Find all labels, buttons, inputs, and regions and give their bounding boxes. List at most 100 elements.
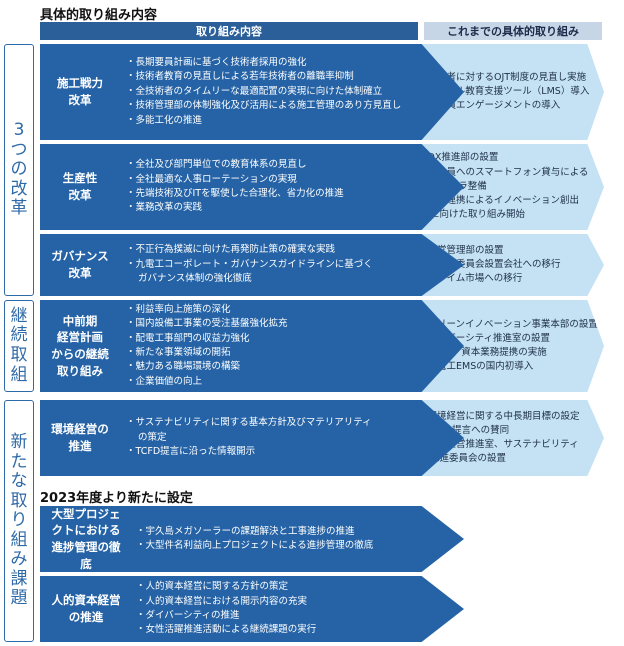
side-char: 継 — [10, 305, 28, 326]
row-label: 生産性改革 — [40, 144, 120, 230]
past-item: ・ダイバーシティ推進室の設置 — [418, 332, 551, 344]
initiative-row-environment: 環境経営の推進 ・サステナビリティに関する基本方針及びマテリアリティ の策定 ・… — [40, 400, 464, 476]
side-char: 3 — [13, 120, 25, 141]
row-label-line: からの継続 — [51, 347, 109, 361]
initiative-item: の策定 — [138, 431, 167, 443]
initiative-row-human-capital: 人的資本経営 の推進 ・人的資本経営に関する方針の策定 ・人的資本経営における開… — [40, 576, 464, 642]
row-label-line: クトにおける — [51, 523, 121, 538]
row-label-line: 底 — [80, 556, 92, 571]
initiative-item: ・魅力ある職場環境の構築 — [126, 361, 241, 373]
initiative-item: ・女性活躍推進活動による継続課題の実行 — [136, 624, 317, 636]
row-label-line: 経営計画 — [57, 330, 103, 345]
initiative-item: ・宇久島メガソーラーの課題解決と工事進捗の推進 — [136, 525, 355, 537]
past-item: ・環境経営推進室、サステナビリティ — [418, 439, 579, 450]
initiative-row-governance: ガバナンス改革 ・不正行為撲滅に向けた再発防止策の確実な実践 ・九電工コーポレー… — [40, 234, 464, 296]
initiative-item: ・先端技術及びITを駆使した合理化、省力化の推進 — [126, 188, 344, 199]
side-char: 組 — [10, 364, 28, 385]
initiative-row-large-projects: 大型プロジェ クトにおける 進捗管理の徹 底 ・宇久島メガソーラーの課題解決と工… — [40, 506, 464, 572]
row-label: 大型プロジェ クトにおける 進捗管理の徹 底 — [40, 506, 132, 572]
side-char: 革 — [10, 198, 28, 219]
side-char: 題 — [10, 588, 28, 609]
past-item: ・デジタル教育支援ツール（LMS）導入 — [418, 85, 590, 97]
row-label-line: 改革 — [68, 188, 92, 202]
initiative-item: ・国内設備工事業の受注基盤強化拡充 — [126, 318, 288, 330]
side-char: り — [10, 510, 28, 531]
row-label-line: 改革 — [68, 266, 92, 280]
row-label-line: ガバナンス — [51, 249, 109, 264]
initiative-item: ・大型件名利益向上プロジェクトによる進捗管理の徹底 — [136, 540, 374, 551]
header-past-initiatives: これまでの具体的取り組み — [424, 22, 602, 40]
initiative-item: ・企業価値の向上 — [126, 375, 203, 387]
side-label-new-initiatives: 新 た な 取 り 組 み 課 題 — [4, 400, 34, 642]
initiative-item: ・九電工コーポレート・ガバナンスガイドラインに基づく — [126, 258, 373, 270]
past-item: ・産学連携によるイノベーション創出 — [418, 195, 580, 207]
past-item: 推進委員会の設置 — [430, 453, 507, 465]
past-item: に向けた取り組み開始 — [430, 209, 526, 221]
initiative-item: ・全社最適な人事ローテーションの実現 — [126, 173, 297, 185]
initiative-item: ・TCFD提言に沿った情報開示 — [126, 446, 256, 458]
side-char: 取 — [10, 490, 28, 511]
initiative-item: ・全技術者のタイムリーな最適配置の実現に向けた体制確立 — [126, 85, 383, 97]
side-char: な — [10, 471, 28, 492]
past-item: ・監査等委員会設置会社への移行 — [418, 258, 561, 270]
past-item: ・九電工EMSの国内初導入 — [418, 361, 534, 373]
page-title: 具体的取り組み内容 — [40, 8, 158, 23]
row-label-line: 改革 — [68, 93, 92, 107]
past-item: ・従業員エンゲージメントの導入 — [418, 100, 561, 112]
initiative-item: ・全社及び部門単位での教育体系の見直し — [126, 159, 307, 171]
past-item: ・環境経営に関する中長期目標の設定 — [418, 410, 580, 422]
side-char: み — [10, 549, 28, 570]
row-label-line: 人的資本経営 — [51, 593, 121, 608]
side-char: 新 — [10, 432, 28, 453]
side-label-three-reforms: 3 つ の 改 革 — [4, 44, 34, 296]
side-char: 取 — [10, 345, 28, 365]
row-label-line: 生産性 — [62, 171, 98, 186]
row-label-line: の推進 — [68, 610, 104, 624]
row-label-line: 取り組み — [57, 363, 103, 378]
past-item: ・経営管理部の設置 — [418, 244, 504, 256]
new-section-title: 2023年度より新たに設定 — [40, 491, 193, 506]
row-label-line: 推進 — [68, 439, 92, 453]
initiative-item: ・技術者教育の見直しによる若年技術者の離職率抑制 — [126, 71, 354, 83]
initiative-row-construction: 施工戦力改革 ・長期要員計画に基づく技術者採用の強化 ・技術者教育の見直しによる… — [40, 44, 464, 140]
initiative-item: ・配電工事部門の収益力強化 — [126, 332, 250, 344]
initiative-item: ・利益率向上施策の深化 — [126, 303, 231, 315]
row-label-line: 環境経営の — [51, 422, 109, 437]
initiative-item: ・不正行為撲滅に向けた再発防止策の確実な実践 — [126, 244, 336, 256]
initiative-item: ガバナンス体制の強化徹底 — [138, 273, 252, 285]
row-label: 中前期 経営計画 からの継続 取り組み — [40, 300, 120, 392]
row-label-line: 中前期 — [62, 313, 98, 328]
past-item: ・M＆A、資本業務提携の実施 — [418, 347, 547, 358]
side-char: 組 — [10, 529, 28, 550]
past-item: ・全社員へのスマートフォン貸与による — [418, 166, 589, 178]
initiative-item: ・多能工化の推進 — [126, 114, 203, 126]
side-char: 続 — [10, 325, 28, 346]
initiative-item: ・ダイバーシティの推進 — [136, 610, 240, 621]
side-label-continuation: 継 続 取 組 — [4, 300, 34, 392]
header-initiatives: 取り組み内容 — [40, 22, 418, 40]
initiative-item: ・技術管理部の体制強化及び活用による施工管理のあり方見直し — [126, 100, 402, 112]
initiative-item: ・業務改革の実践 — [126, 202, 203, 214]
side-char: 改 — [10, 178, 28, 199]
initiative-row-continuation: 中前期 経営計画 からの継続 取り組み ・利益率向上施策の深化 ・国内設備工事業… — [40, 300, 464, 392]
side-char: つ — [10, 139, 28, 160]
initiative-row-productivity: 生産性改革 ・全社及び部門単位での教育体系の見直し ・全社最適な人事ローテーショ… — [40, 144, 464, 230]
initiative-item: ・サステナビリティに関する基本方針及びマテリアリティ — [126, 417, 372, 429]
past-item: ・グリーンイノベーション事業本部の設置 — [418, 318, 598, 330]
initiative-item: ・人的資本経営における開示内容の充実 — [136, 595, 308, 607]
row-label: ガバナンス改革 — [40, 234, 120, 296]
side-char: た — [10, 451, 28, 472]
side-char: 課 — [10, 568, 28, 589]
initiative-item: ・人的資本経営に関する方針の策定 — [136, 581, 289, 593]
past-item: ・プライム市場への移行 — [418, 273, 523, 285]
row-label: 人的資本経営 の推進 — [40, 576, 132, 642]
past-item: ・DX推進部の設置 — [418, 152, 499, 164]
side-char: の — [10, 159, 28, 180]
initiative-item: ・長期要員計画に基づく技術者採用の強化 — [126, 56, 307, 68]
past-item: ・TCFD提言への賛同 — [418, 424, 510, 436]
row-label-line: 大型プロジェ — [51, 506, 121, 521]
row-label-line: 施工戦力 — [57, 76, 103, 91]
row-label: 環境経営の推進 — [40, 400, 120, 476]
row-label: 施工戦力改革 — [40, 44, 120, 140]
initiative-item: ・新たな事業領域の開拓 — [126, 347, 231, 358]
